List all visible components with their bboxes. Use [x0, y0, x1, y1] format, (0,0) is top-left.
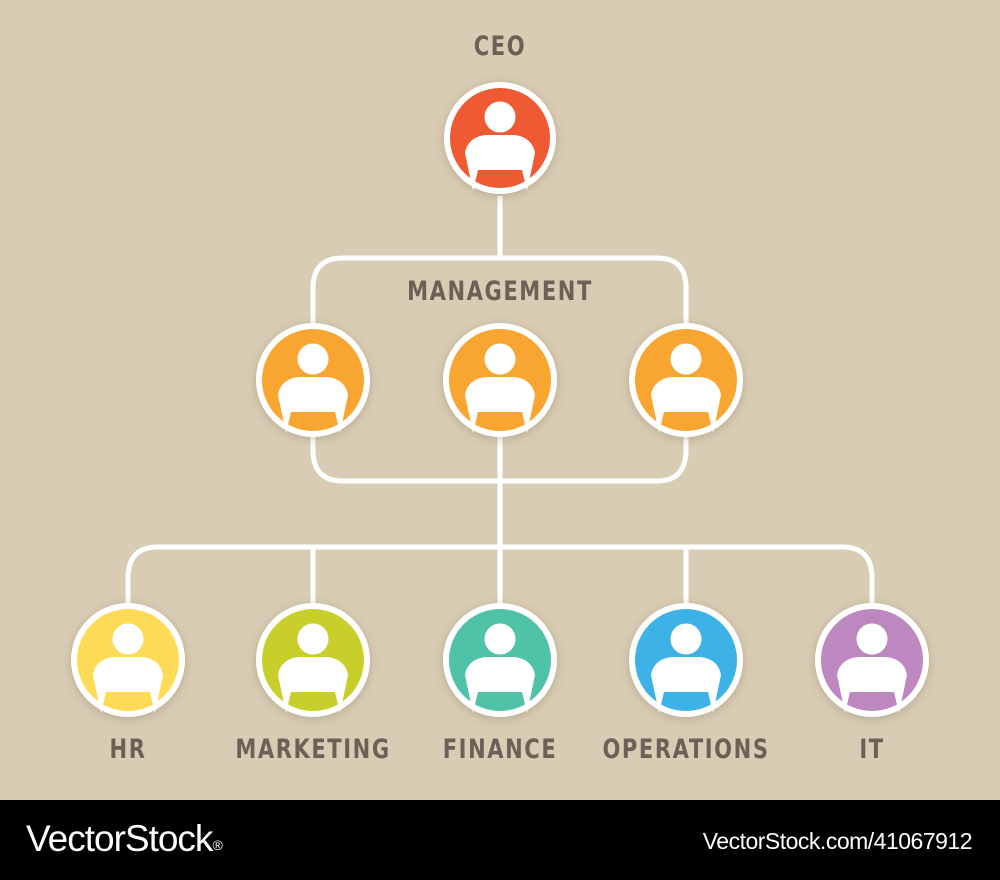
- department-label-finance: FINANCE: [442, 734, 558, 765]
- brand-name: VectorStock: [26, 818, 213, 859]
- department-label-operations: OPERATIONS: [602, 734, 770, 765]
- ceo-label: CEO: [473, 31, 527, 62]
- manager-node-3: [629, 323, 743, 437]
- department-node-marketing: [256, 603, 370, 717]
- department-label-marketing: MARKETING: [235, 734, 391, 765]
- department-node-finance: [443, 603, 557, 717]
- registered-mark: ®: [212, 837, 222, 853]
- org-chart-diagram: [71, 82, 929, 717]
- management-label: MANAGEMENT: [407, 276, 593, 307]
- department-label-hr: HR: [109, 734, 147, 765]
- department-node-operations: [629, 603, 743, 717]
- watermark-bar: VectorStock® VectorStock.com/41067912: [0, 800, 1000, 880]
- image-id: VectorStock.com/41067912: [702, 828, 973, 854]
- org-chart: CEO MANAGEMENT HR MARKETING FINANCE OPER…: [71, 31, 929, 765]
- manager-node-2: [443, 323, 557, 437]
- connector-lines: [125, 196, 875, 603]
- departments-bus: [125, 544, 875, 603]
- manager-node-1: [256, 323, 370, 437]
- department-node-it: [815, 603, 929, 717]
- brand-logo: VectorStock®: [26, 814, 223, 864]
- ceo-node: [444, 82, 556, 194]
- department-label-it: IT: [859, 734, 885, 765]
- department-node-hr: [71, 603, 185, 717]
